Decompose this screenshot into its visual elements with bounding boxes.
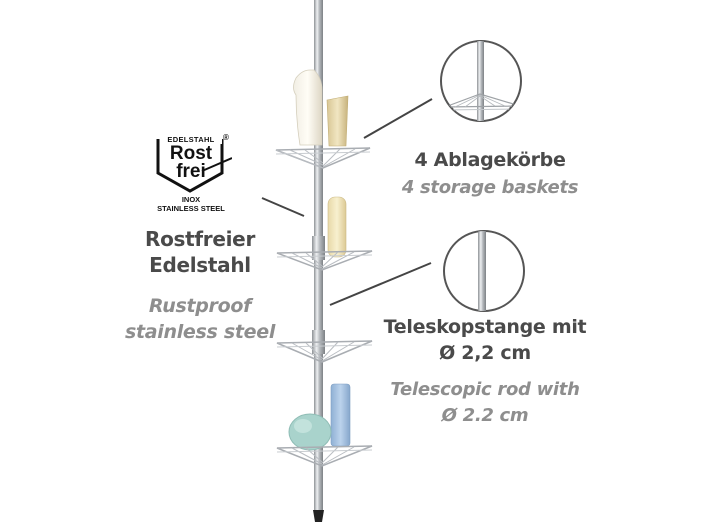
pole-joint bbox=[312, 236, 325, 260]
callout-line-baskets bbox=[363, 98, 433, 139]
basket-3 bbox=[276, 340, 373, 363]
feature-rustproof-title-de-1: Rostfreier bbox=[144, 227, 256, 251]
feature-rod-title-en-1: Telescopic rod with bbox=[390, 379, 580, 400]
feature-rod-title-de-2: Ø 2,2 cm bbox=[439, 342, 531, 364]
logo-registered: ® bbox=[223, 133, 229, 142]
feature-baskets-title-en: 4 storage baskets bbox=[401, 177, 579, 198]
basket-2 bbox=[276, 196, 373, 271]
feature-rod-title-en-2: Ø 2.2 cm bbox=[441, 405, 529, 426]
rostfrei-logo: EDELSTAHL ® Rost frei INOX STAINLESS STE… bbox=[152, 133, 232, 213]
logo-sub-1: INOX bbox=[181, 195, 201, 204]
detail-circle-rod bbox=[443, 230, 525, 312]
feature-rustproof-title-en-2: stainless steel bbox=[124, 321, 276, 343]
feature-baskets-title-de: 4 Ablagekörbe bbox=[414, 149, 566, 171]
callout-line-rod bbox=[329, 262, 432, 306]
callout-line-rustproof bbox=[261, 197, 305, 217]
feature-rod-title-de-1: Teleskopstange mit bbox=[383, 316, 587, 338]
feature-rustproof-title-de-2: Edelstahl bbox=[149, 253, 251, 277]
logo-header: EDELSTAHL bbox=[160, 135, 222, 144]
detail-circle-basket bbox=[440, 40, 522, 122]
logo-sub-2: STAINLESS STEEL bbox=[157, 204, 225, 213]
feature-rustproof-title-en-1: Rustproof bbox=[148, 295, 252, 317]
basket-4 bbox=[276, 383, 373, 467]
logo-line-1: Rost bbox=[169, 143, 213, 164]
basket-1 bbox=[275, 69, 371, 169]
pole-foot bbox=[313, 510, 324, 522]
logo-line-2: frei bbox=[176, 161, 206, 182]
